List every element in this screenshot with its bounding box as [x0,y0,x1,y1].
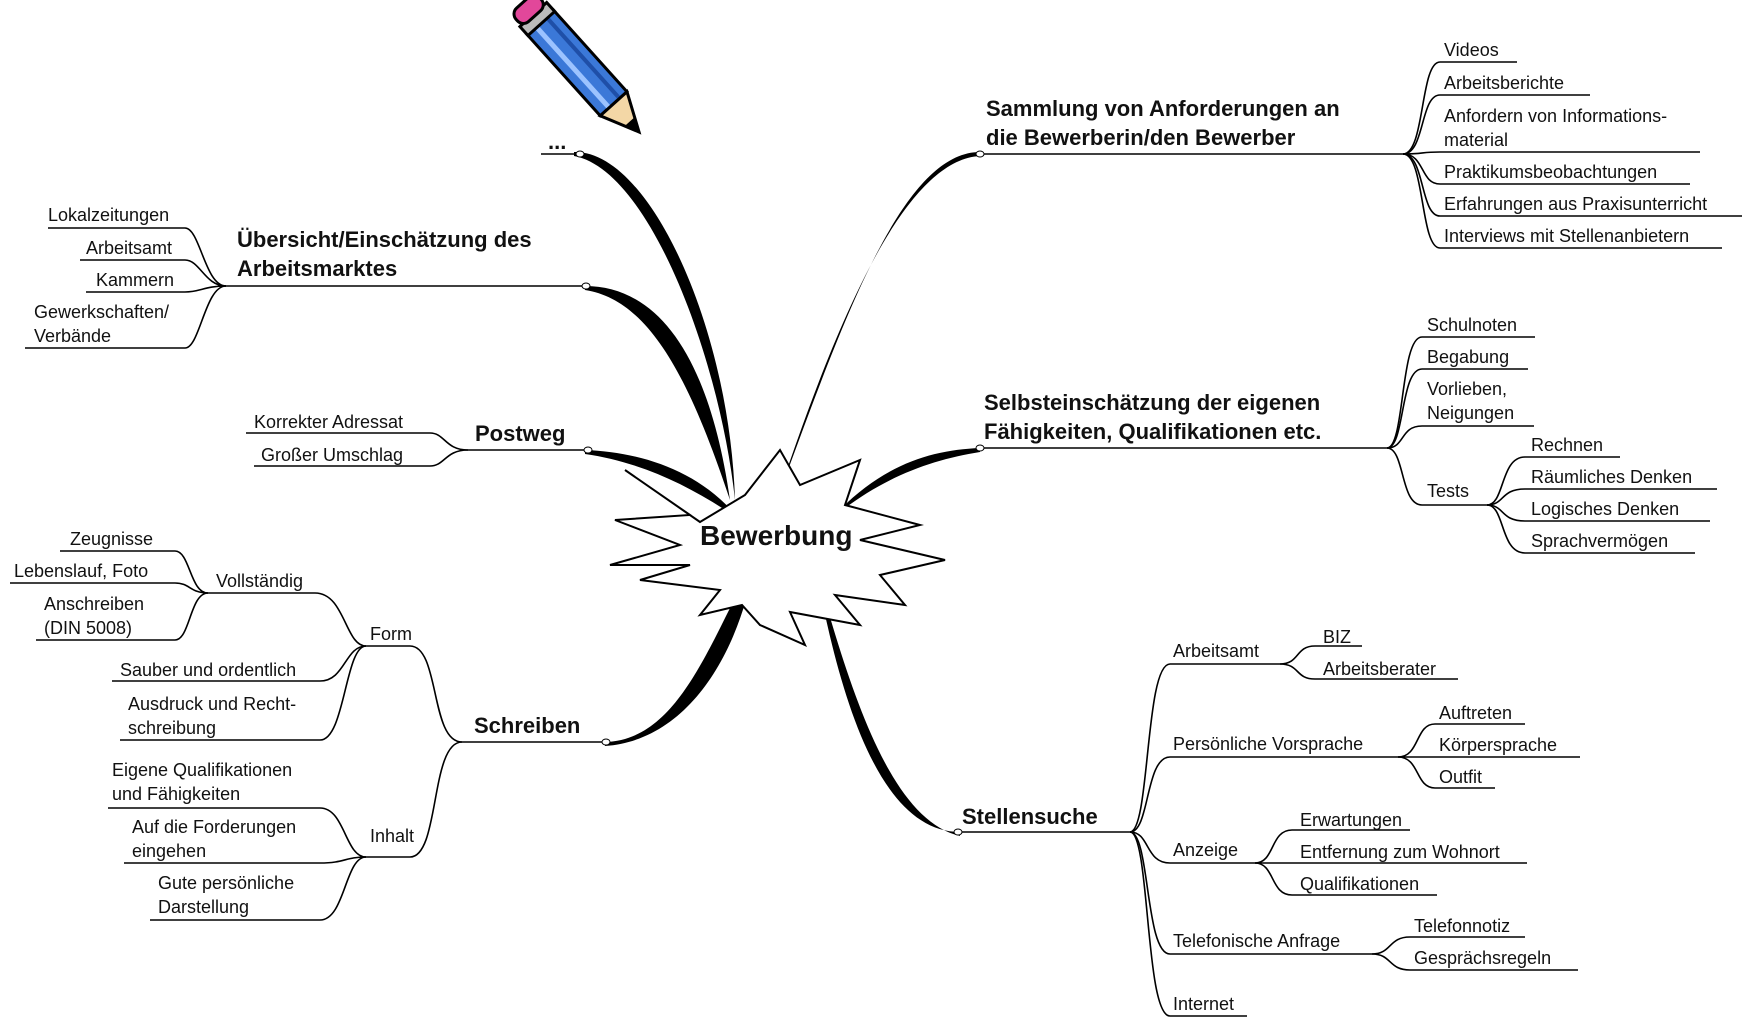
item-qualifikationen: Qualifikationen [1300,874,1420,894]
item-forderungen-1: Auf die Forderungen [132,817,297,837]
item-schulnoten: Schulnoten [1427,315,1518,335]
center-topic: Bewerbung [700,520,853,551]
item-anfordern-1: Anfordern von Informations- [1444,106,1668,126]
item-zeugnisse: Zeugnisse [70,529,154,549]
item-logisch: Logisches Denken [1531,499,1680,519]
item-vorlieben-1: Vorlieben, [1427,379,1508,399]
branch-sammlung-title-1: Sammlung von Anforderungen an [986,96,1340,121]
item-ausdruck-1: Ausdruck und Recht- [128,694,297,714]
item-videos: Videos [1444,40,1499,60]
item-telefonnotiz: Telefonnotiz [1414,916,1511,936]
item-biz: BIZ [1323,627,1352,647]
item-vorlieben-2: Neigungen [1427,403,1515,423]
item-interviews: Interviews mit Stellenanbietern [1444,226,1690,246]
branch-dots-connector [574,151,735,500]
starburst-shape [609,448,946,647]
branch-schreiben-connector [605,560,755,746]
item-lokalzeitungen: Lokalzeitungen [48,205,170,225]
branch-selbst-title-1: Selbsteinschätzung der eigenen [984,390,1321,415]
connector-nodes [575,150,985,836]
branch-uebersicht-connector [585,286,730,500]
branch-selbst-title-2: Fähigkeiten, Qualifikationen etc. [984,419,1322,444]
branch-dots: ... [548,129,567,154]
thin-lines [10,153,610,921]
item-sauber: Sauber und ordentlich [120,660,297,680]
branch-stellensuche-connector [815,565,960,836]
item-gute-1: Gute persönliche [158,873,295,893]
item-telefon: Telefonische Anfrage [1173,931,1341,951]
item-ausdruck-2: schreibung [128,718,217,738]
item-begabung: Begabung [1427,347,1510,367]
item-gespraechsregeln: Gesprächsregeln [1414,948,1552,968]
item-umschlag: Großer Umschlag [261,445,404,465]
item-erfahrungen: Erfahrungen aus Praxisunterricht [1444,194,1708,214]
branch-sammlung-title-2: die Bewerberin/den Bewerber [986,125,1296,150]
branch-schreiben-title: Schreiben [474,713,581,738]
item-vorsprache: Persönliche Vorsprache [1173,734,1364,754]
item-auftreten: Auftreten [1439,703,1513,723]
item-entfernung: Entfernung zum Wohnort [1300,842,1500,862]
item-forderungen-2: eingehen [132,841,207,861]
item-anzeige: Anzeige [1173,840,1239,860]
item-eigene-2: und Fähigkeiten [112,784,241,804]
item-eigene-1: Eigene Qualifikationen [112,760,293,780]
item-arbeitsberater: Arbeitsberater [1323,659,1437,679]
item-gewerkschaften-1: Gewerkschaften/ [34,302,170,322]
item-lebenslauf: Lebenslauf, Foto [14,561,149,581]
item-gute-2: Darstellung [158,897,250,917]
branch-stellensuche-title: Stellensuche [962,804,1098,829]
item-rechnen: Rechnen [1531,435,1604,455]
item-form: Form [370,624,412,644]
item-kammern: Kammern [96,270,175,290]
item-anfordern-2: material [1444,130,1509,150]
item-inhalt: Inhalt [370,826,415,846]
item-arbeitsberichte: Arbeitsberichte [1444,73,1565,93]
main-branches [574,151,980,836]
item-erwartungen: Erwartungen [1300,810,1403,830]
item-vollstaendig: Vollständig [216,571,304,591]
item-arbeitsamt-left: Arbeitsamt [86,238,173,258]
item-internet: Internet [1173,994,1235,1014]
branch-uebersicht-title-1: Übersicht/Einschätzung des [237,227,532,252]
item-anschreiben-1: Anschreiben [44,594,145,614]
item-arbeitsamt: Arbeitsamt [1173,641,1260,661]
item-anschreiben-2: (DIN 5008) [44,618,133,638]
branch-uebersicht-title-2: Arbeitsmarktes [237,256,398,281]
item-raeumlich: Räumliches Denken [1531,467,1693,487]
item-adressat: Korrekter Adressat [254,412,404,432]
item-sprache: Sprachvermögen [1531,531,1669,551]
item-gewerkschaften-2: Verbände [34,326,112,346]
item-tests: Tests [1427,481,1470,501]
item-praktikum: Praktikumsbeobachtungen [1444,162,1658,182]
pencil-icon [512,0,642,135]
item-koerpersprache: Körpersprache [1439,735,1558,755]
branch-postweg-title: Postweg [475,421,566,446]
item-outfit: Outfit [1439,767,1483,787]
thin-lines-right [960,61,1742,1017]
